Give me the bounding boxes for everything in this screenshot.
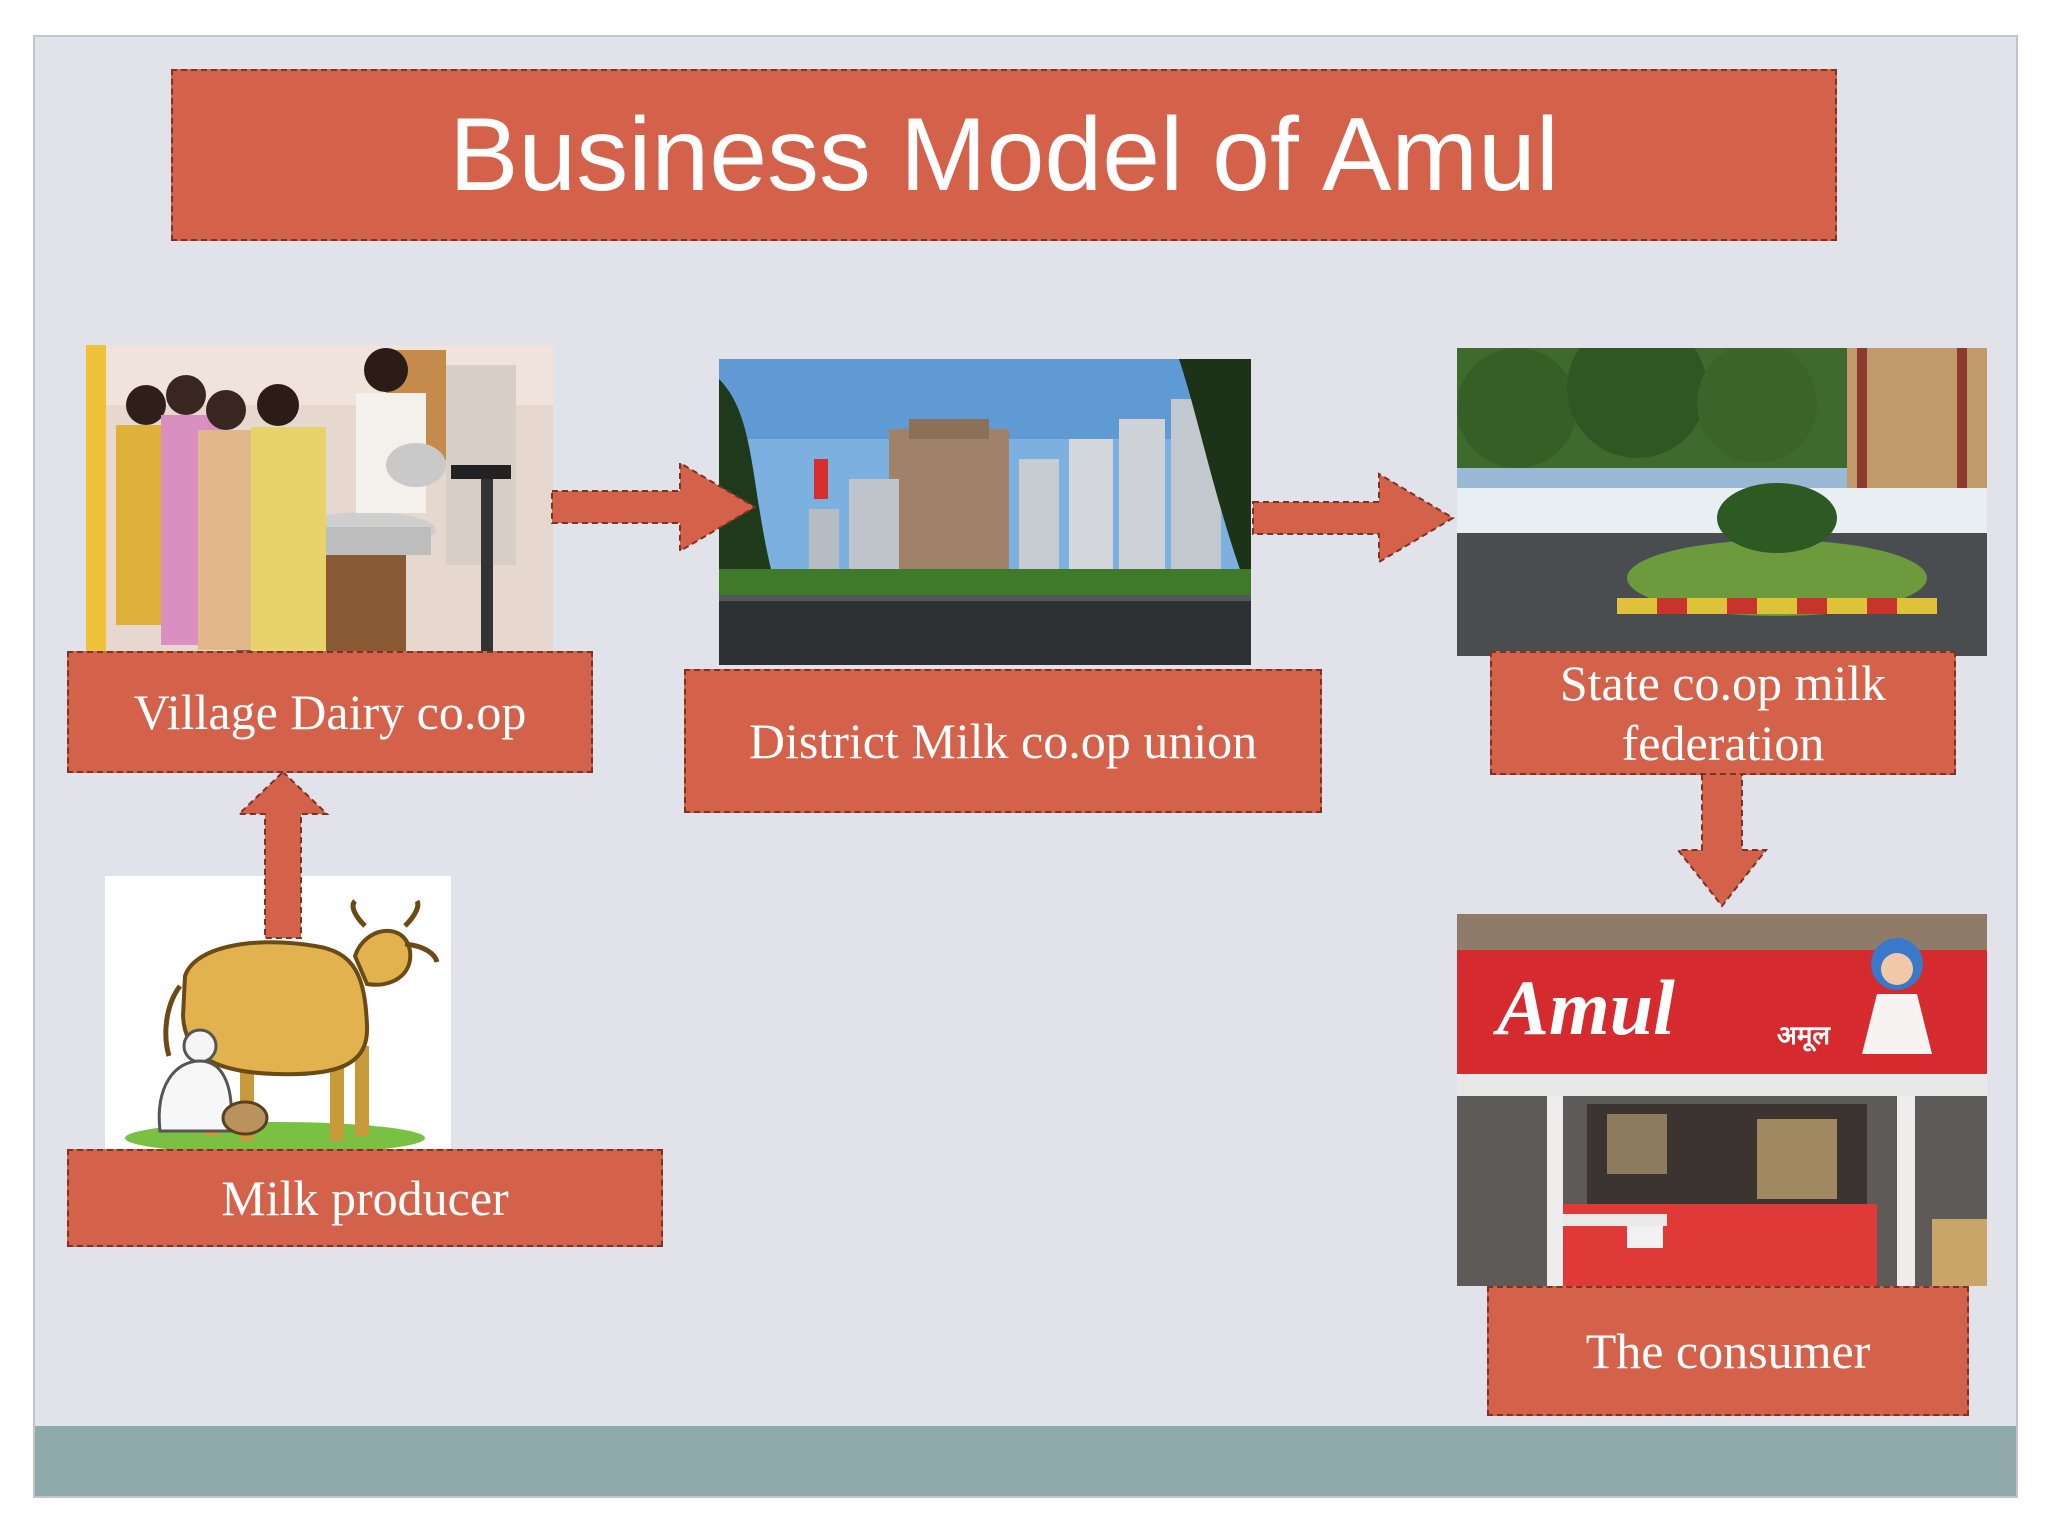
amul-store-photo: Amul अमूल [1457, 914, 1987, 1286]
node-village-dairy-label: Village Dairy co.op [133, 684, 527, 740]
node-district-union-label: District Milk co.op union [748, 713, 1258, 769]
arrow-producer-to-village [236, 770, 330, 939]
district-plant-photo [719, 359, 1251, 665]
title-text: Business Model of Amul [449, 96, 1559, 213]
slide: Business Model of Amul [33, 35, 2018, 1498]
node-district-union: District Milk co.op union [684, 669, 1322, 813]
node-village-dairy: Village Dairy co.op [67, 651, 593, 773]
node-state-federation: State co.op milk federation [1490, 651, 1956, 775]
arrow-district-to-state [1252, 472, 1455, 564]
node-milk-producer: Milk producer [67, 1149, 663, 1247]
node-state-federation-label: State co.op milk federation [1559, 655, 1887, 771]
node-consumer-label: The consumer [1585, 1323, 1871, 1379]
village-dairy-photo [86, 345, 553, 651]
store-sign-brand-hindi: अमूल [1777, 1021, 1831, 1052]
node-milk-producer-label: Milk producer [221, 1170, 509, 1226]
state-federation-photo [1457, 348, 1987, 656]
node-consumer: The consumer [1487, 1286, 1969, 1416]
bottom-band [35, 1426, 2016, 1496]
store-sign-brand: Amul [1492, 964, 1675, 1051]
arrow-village-to-district [551, 461, 757, 553]
arrow-state-to-consumer [1675, 769, 1769, 908]
page-title: Business Model of Amul [171, 69, 1837, 241]
